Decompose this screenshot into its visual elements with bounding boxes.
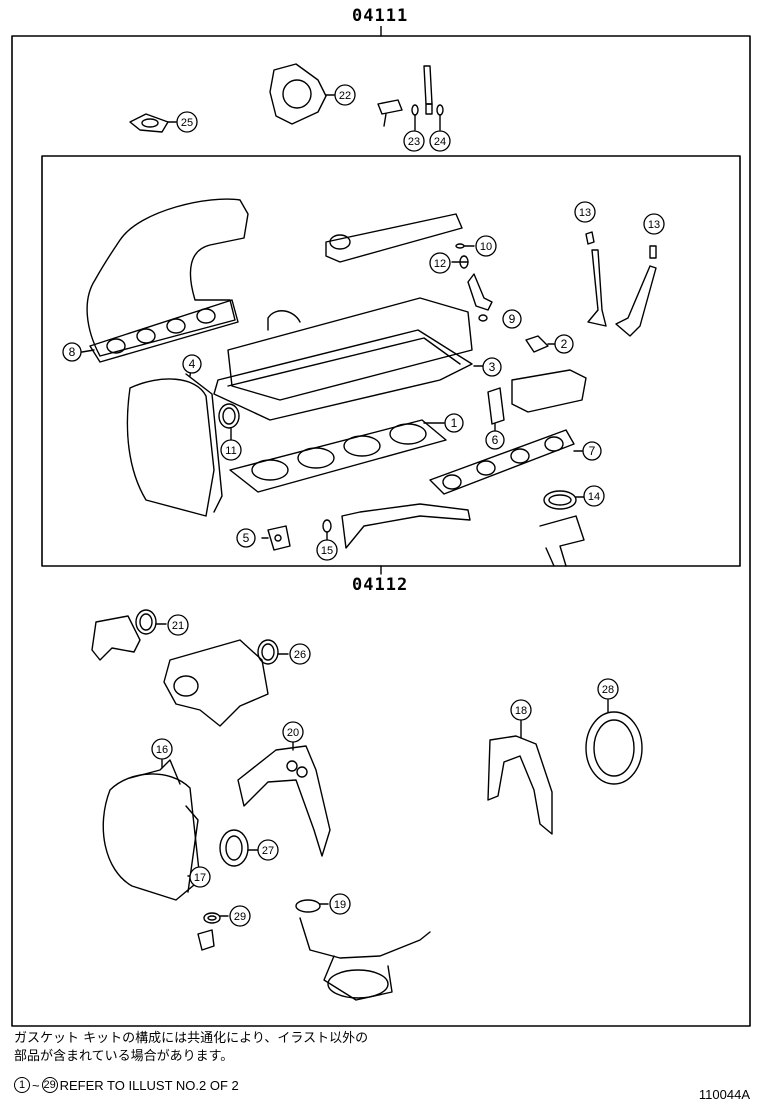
note-japanese-line1: ガスケット キットの構成には共通化により、イラスト以外の xyxy=(14,1031,369,1046)
part-28-rear-oil-seal xyxy=(585,699,643,785)
callout-26: 26 xyxy=(289,643,311,665)
svg-text:21: 21 xyxy=(172,620,184,632)
svg-text:19: 19 xyxy=(334,899,346,911)
part-14-ring xyxy=(539,490,585,567)
svg-text:22: 22 xyxy=(339,90,351,102)
svg-text:11: 11 xyxy=(225,445,236,457)
part-23-24-sensor xyxy=(377,65,444,131)
outer-kit-frame xyxy=(11,35,751,1027)
svg-text:27: 27 xyxy=(262,845,274,857)
callout-1: 1 xyxy=(444,413,464,433)
svg-text:14: 14 xyxy=(588,491,600,503)
part-22-gasket xyxy=(269,63,335,125)
callout-12: 12 xyxy=(429,252,451,274)
callout-3: 3 xyxy=(482,357,502,377)
svg-text:17: 17 xyxy=(194,872,206,884)
callout-4: 4 xyxy=(182,354,202,374)
part-20-oil-pump-gasket xyxy=(237,741,331,857)
svg-text:13: 13 xyxy=(648,219,660,231)
part-3-cam-cover xyxy=(213,297,485,421)
reference-tilde: ~ xyxy=(32,1077,40,1093)
svg-text:3: 3 xyxy=(489,360,496,374)
svg-text:7: 7 xyxy=(589,444,596,458)
part-1-head-gasket xyxy=(229,419,447,493)
callout-28: 28 xyxy=(597,678,619,700)
svg-text:25: 25 xyxy=(181,117,193,129)
part-2-bracket xyxy=(525,335,557,353)
callout-13a: 13 xyxy=(574,201,596,223)
callout-10: 10 xyxy=(475,235,497,257)
part-18-retainer-gasket xyxy=(487,719,553,835)
part-19-oil-strainer xyxy=(295,899,431,1001)
svg-text:15: 15 xyxy=(321,545,333,557)
callout-16: 16 xyxy=(151,738,173,760)
svg-text:8: 8 xyxy=(69,345,76,359)
inner-kit-frame xyxy=(41,155,741,567)
callout-2: 2 xyxy=(554,334,574,354)
callout-27: 27 xyxy=(257,839,279,861)
figure-id: 110044A xyxy=(698,1087,750,1102)
part-13-valves xyxy=(585,231,657,337)
callout-21: 21 xyxy=(167,614,189,636)
svg-text:13: 13 xyxy=(579,207,591,219)
callout-8: 8 xyxy=(62,342,82,362)
svg-text:16: 16 xyxy=(156,744,168,756)
svg-text:28: 28 xyxy=(602,684,614,696)
callout-22: 22 xyxy=(334,84,356,106)
part-4-timing-cover xyxy=(126,359,240,517)
part-26-water-pump xyxy=(163,639,289,727)
reference-text: REFER TO ILLUST NO.2 OF 2 xyxy=(59,1077,239,1093)
reference-start-marker: 1 xyxy=(14,1077,30,1093)
callout-24: 24 xyxy=(429,130,451,152)
callout-14: 14 xyxy=(583,485,605,507)
reference-note: 1 ~ 29 REFER TO ILLUST NO.2 OF 2 xyxy=(14,1077,239,1093)
part-21-water-outlet xyxy=(91,609,167,661)
callout-20: 20 xyxy=(282,721,304,743)
part-16-17-timing-cover xyxy=(102,759,201,901)
svg-text:1: 1 xyxy=(451,416,458,430)
callout-markers: 1 2 3 4 5 6 7 8 9 10 11 12 13 13 14 15 1… xyxy=(62,84,665,927)
callout-17: 17 xyxy=(189,866,211,888)
part-8-intake-manifold xyxy=(81,198,249,363)
svg-text:24: 24 xyxy=(434,136,446,148)
part-25-gasket xyxy=(129,113,177,133)
callout-15: 15 xyxy=(316,539,338,561)
callout-13b: 13 xyxy=(643,213,665,235)
callout-29: 29 xyxy=(229,905,251,927)
callout-11: 11 xyxy=(220,439,242,461)
part-29-washer xyxy=(197,912,229,951)
svg-text:12: 12 xyxy=(434,258,446,270)
callout-23: 23 xyxy=(403,130,425,152)
callout-18: 18 xyxy=(510,699,532,721)
callout-19: 19 xyxy=(329,893,351,915)
callout-5: 5 xyxy=(236,528,256,548)
part-27-oil-seal xyxy=(219,829,259,867)
svg-text:10: 10 xyxy=(480,241,492,253)
callout-25: 25 xyxy=(176,111,198,133)
callout-9: 9 xyxy=(502,309,522,329)
outer-kit-code: 04111 xyxy=(349,6,412,26)
svg-text:26: 26 xyxy=(294,649,306,661)
svg-text:6: 6 xyxy=(492,433,499,447)
svg-text:5: 5 xyxy=(243,531,250,545)
inner-kit-code: 04112 xyxy=(349,575,412,595)
svg-text:20: 20 xyxy=(287,727,299,739)
svg-text:2: 2 xyxy=(561,337,568,351)
svg-text:29: 29 xyxy=(234,911,246,923)
callout-6: 6 xyxy=(485,430,505,450)
svg-text:9: 9 xyxy=(509,312,516,326)
svg-text:18: 18 xyxy=(515,705,527,717)
part-5-15-gaskets xyxy=(261,503,471,551)
callout-7: 7 xyxy=(582,441,602,461)
reference-end-marker: 29 xyxy=(41,1077,58,1093)
svg-text:4: 4 xyxy=(189,357,196,371)
note-japanese-line2: 部品が含まれている場合があります。 xyxy=(14,1049,234,1064)
part-9-10-fuel-rail xyxy=(325,213,493,322)
svg-text:23: 23 xyxy=(408,136,420,148)
